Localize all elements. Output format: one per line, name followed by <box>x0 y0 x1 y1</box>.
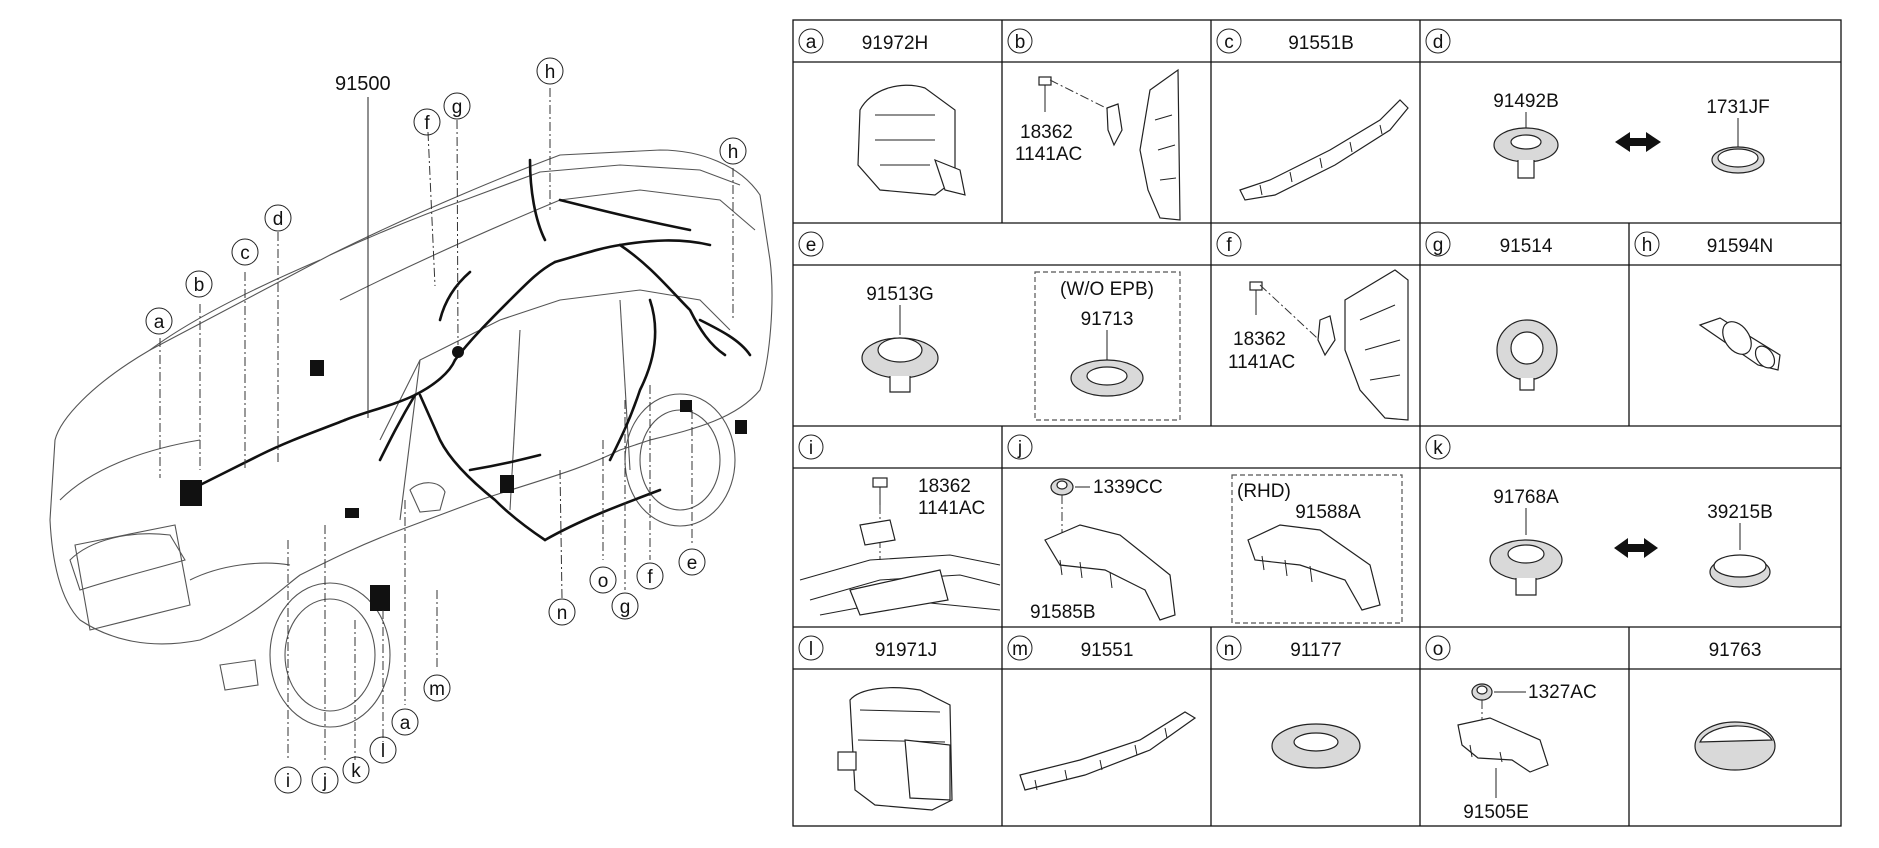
cell-label: 1141AC <box>918 498 985 519</box>
car-illustration <box>49 149 773 728</box>
cell-part: 91971J <box>875 640 937 661</box>
cell-letter: o <box>1433 639 1444 660</box>
callout-letter: o <box>598 571 609 592</box>
cell-part: 91763 <box>1709 640 1762 661</box>
main-part-number: 91500 <box>335 73 391 95</box>
callout-letter: g <box>452 97 463 118</box>
cell-j-drawing: 1339CC 91585B (RHD) 91588A <box>1030 474 1403 624</box>
cell-part: 91972H <box>862 33 929 54</box>
cell-i-drawing: 18362 1141AC <box>799 476 1001 616</box>
cell-letter: l <box>809 639 813 660</box>
cell-part: 91514 <box>1500 236 1553 257</box>
callout-letter: m <box>429 679 445 700</box>
cell-n-drawing <box>1271 723 1361 769</box>
cell-letter: m <box>1012 639 1028 660</box>
cell-a-drawing <box>857 84 966 196</box>
cell-part: 91551B <box>1288 33 1354 54</box>
callout-letter: l <box>381 741 385 762</box>
callout-letter: n <box>557 603 568 624</box>
cell-k-drawing: 91768A 39215B <box>1489 487 1773 596</box>
callouts-bottom-right: n o g f e <box>548 548 706 626</box>
cell-label: 1141AC <box>1015 144 1082 165</box>
cell-f-drawing: 18362 1141AC <box>1228 269 1409 421</box>
cell-label: 18362 <box>1233 329 1286 350</box>
cell-letter: h <box>1642 235 1653 256</box>
callout-letter: h <box>728 142 739 163</box>
cell-o-drawing: 1327AC 91505E <box>1457 682 1597 823</box>
cell-label: 1339CC <box>1093 477 1163 498</box>
callout-letter: d <box>273 209 284 230</box>
cell-label: (W/O EPB) <box>1060 279 1154 300</box>
wiring-harness <box>180 158 752 611</box>
cell-91763-drawing <box>1694 721 1776 771</box>
callout-letter: h <box>545 62 556 83</box>
row-2-headers: e f g 91514 h 91594N <box>798 231 1774 257</box>
cell-letter: e <box>806 235 817 256</box>
row-1-headers: a 91972H b c 91551B d <box>798 28 1451 54</box>
cell-letter: g <box>1433 235 1444 256</box>
cell-letter: d <box>1433 32 1444 53</box>
cell-label: 39215B <box>1707 502 1773 523</box>
cell-letter: b <box>1015 32 1026 53</box>
cell-l-drawing <box>837 687 953 811</box>
cell-part: 91551 <box>1081 640 1134 661</box>
cell-part: 91594N <box>1707 236 1774 257</box>
leader-lines <box>159 88 734 760</box>
cell-part: 91177 <box>1290 640 1341 661</box>
cell-e-drawing: 91513G (W/O EPB) 91713 <box>861 271 1181 421</box>
cell-label: 1141AC <box>1228 352 1295 373</box>
cell-d-drawing: 91492B 1731JF <box>1493 91 1770 179</box>
parts-table <box>792 19 1842 827</box>
callouts-bottom-left: i j k l a m <box>274 674 451 794</box>
callout-letter: f <box>647 567 653 588</box>
callout-letter: a <box>400 713 411 734</box>
cell-label: 91513G <box>866 284 934 305</box>
callout-letter: a <box>154 312 165 333</box>
callout-letter: b <box>194 275 205 296</box>
cell-b-drawing: 18362 1141AC <box>1015 68 1181 221</box>
cell-letter: n <box>1224 639 1235 660</box>
callouts-top: a b c d f g h h <box>145 57 747 335</box>
callout-letter: i <box>286 771 290 792</box>
cell-label: 91768A <box>1493 487 1559 508</box>
cell-label: 1327AC <box>1528 682 1597 703</box>
cell-h-drawing <box>1698 317 1781 371</box>
cell-label: 91492B <box>1493 91 1559 112</box>
cell-label: 91585B <box>1030 602 1096 623</box>
callout-letter: g <box>620 597 631 618</box>
callout-letter: c <box>240 243 250 264</box>
cell-g-drawing <box>1496 319 1558 391</box>
cell-c-drawing <box>1239 99 1409 201</box>
cell-m-drawing <box>1019 711 1197 791</box>
cell-letter: k <box>1433 438 1443 459</box>
cell-label: 18362 <box>918 476 971 497</box>
cell-letter: j <box>1017 438 1022 459</box>
cell-label: 91713 <box>1081 309 1134 330</box>
cell-label: 18362 <box>1020 122 1073 143</box>
cell-letter: i <box>809 438 813 459</box>
callout-letter: f <box>424 113 430 134</box>
callout-letter: j <box>322 771 327 792</box>
callout-letter: e <box>687 553 698 574</box>
cell-letter: a <box>806 32 817 53</box>
cell-label: (RHD) <box>1237 481 1291 502</box>
cell-letter: f <box>1226 235 1232 256</box>
row-3-headers: i j k <box>798 434 1451 460</box>
cell-label: 91505E <box>1463 802 1529 823</box>
row-4-headers: l 91971J m 91551 n 91177 o 91763 <box>798 635 1762 661</box>
callout-letter: k <box>351 761 361 782</box>
cell-label: 91588A <box>1295 502 1361 523</box>
cell-label: 1731JF <box>1706 97 1769 118</box>
cell-letter: c <box>1224 32 1234 53</box>
